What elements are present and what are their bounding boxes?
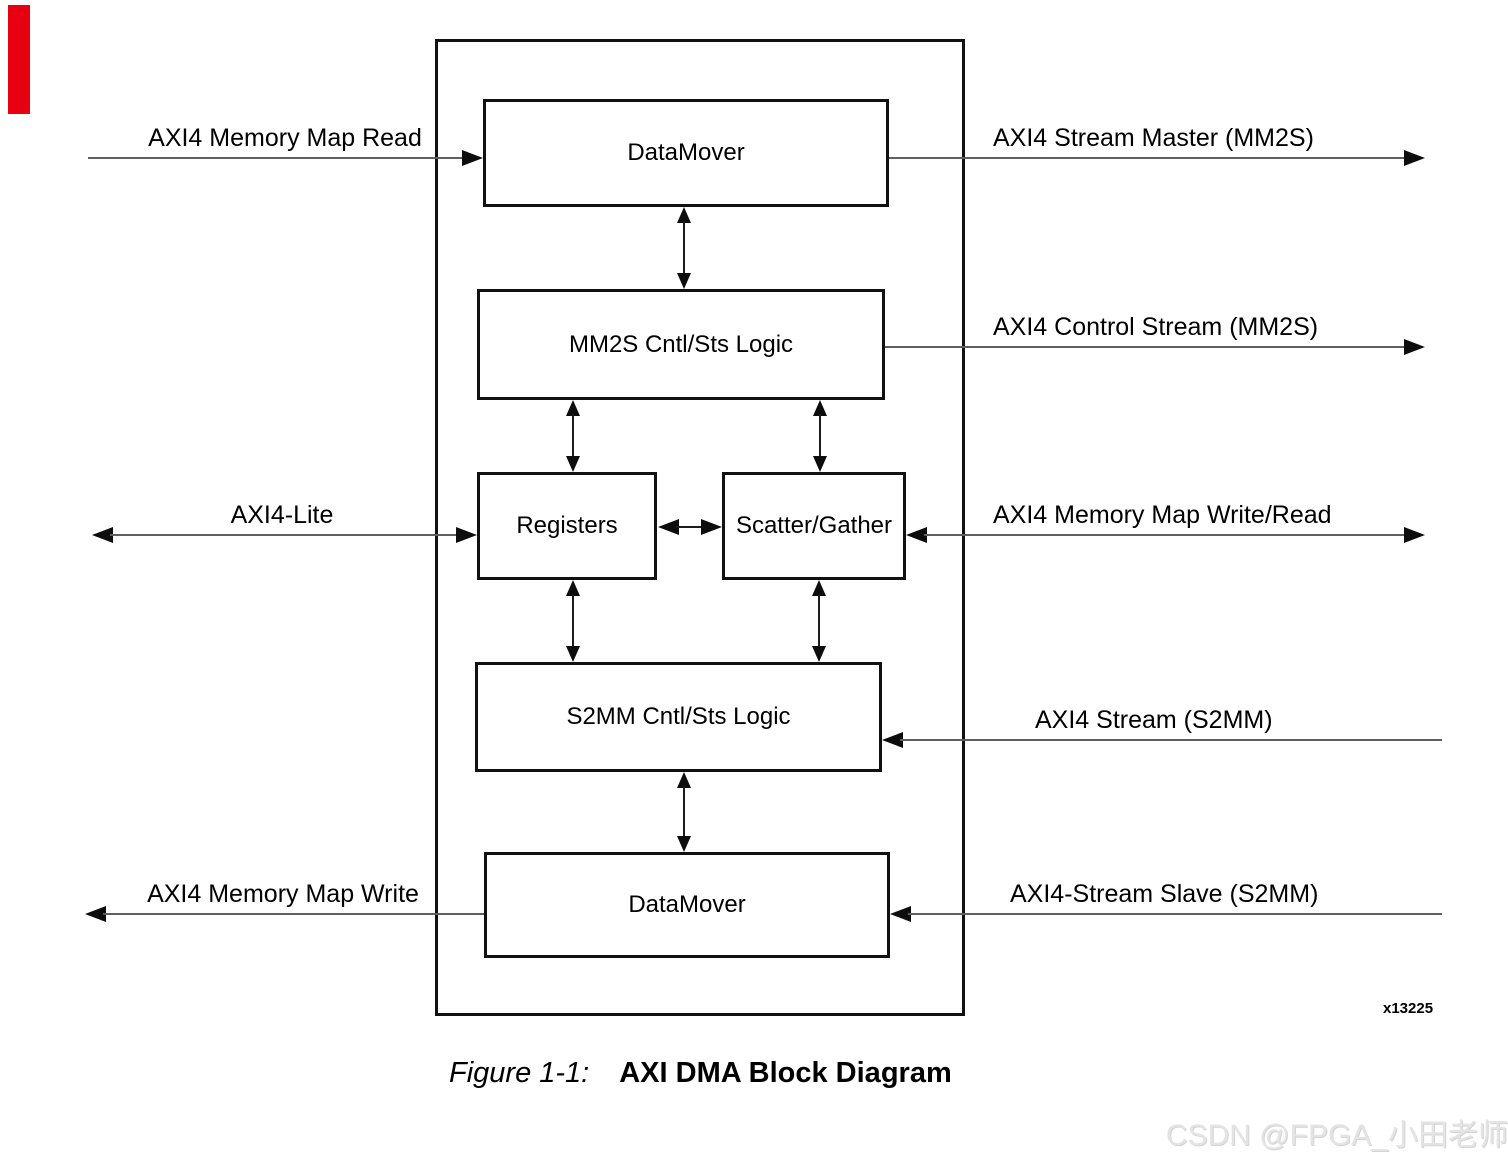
arrowhead-left-icon (906, 527, 927, 543)
label-control-stream: AXI4 Control Stream (MM2S) (993, 313, 1319, 341)
red-accent-bar (8, 5, 30, 114)
block-registers: Registers (477, 472, 657, 580)
csdn-watermark: CSDN @FPGA_小田老师 (1165, 1119, 1508, 1152)
label-mm-write: AXI4 Memory Map Write (147, 880, 419, 908)
block-s2mm-cntl-sts-logic: S2MM Cntl/Sts Logic (475, 662, 882, 772)
connector-datamover-mm2s-line (683, 221, 685, 276)
axi-dma-container-box (435, 39, 965, 1016)
block-datamover-top: DataMover (483, 99, 889, 207)
arrowhead-down-icon (677, 836, 691, 852)
label-stream-master: AXI4 Stream Master (MM2S) (993, 124, 1314, 152)
figure-caption: Figure 1-1: AXI DMA Block Diagram (449, 1057, 952, 1090)
arrowhead-down-icon (677, 273, 691, 289)
arrowhead-right-icon (1404, 150, 1425, 166)
connector-stream-master-line (889, 157, 1405, 159)
label-stream-s2mm: AXI4 Stream (S2MM) (1035, 706, 1273, 734)
label-mm-write-read: AXI4 Memory Map Write/Read (993, 501, 1332, 529)
connector-mm2s-scatter-gather-line (819, 414, 821, 459)
arrowhead-right-icon (1404, 339, 1425, 355)
connector-mm-read-line (88, 157, 465, 159)
block-datamover-top-label: DataMover (627, 139, 745, 166)
arrowhead-up-icon (677, 772, 691, 788)
connector-axi4-lite-line (110, 534, 460, 536)
figure-id: x13225 (1383, 1000, 1434, 1017)
block-datamover-bottom-label: DataMover (628, 891, 746, 918)
connector-mm-write-line (103, 913, 484, 915)
block-mm2s-cntl-sts-logic: MM2S Cntl/Sts Logic (477, 289, 885, 400)
connector-stream-slave-line (908, 913, 1442, 915)
block-datamover-bottom: DataMover (484, 852, 890, 958)
arrowhead-left-icon (882, 732, 903, 748)
connector-registers-scatter-gather-line (676, 526, 704, 528)
block-s2mm-label: S2MM Cntl/Sts Logic (566, 703, 791, 730)
arrowhead-up-icon (677, 207, 691, 223)
connector-stream-s2mm-line (900, 739, 1442, 741)
arrowhead-down-icon (813, 456, 827, 472)
arrowhead-left-icon (890, 906, 911, 922)
arrowhead-down-icon (566, 646, 580, 662)
connector-scatter-gather-s2mm-line (818, 594, 820, 649)
block-registers-label: Registers (516, 512, 618, 539)
label-stream-slave: AXI4-Stream Slave (S2MM) (1010, 880, 1319, 908)
arrowhead-left-icon (92, 527, 113, 543)
connector-s2mm-datamover-line (683, 786, 685, 839)
arrowhead-left-icon (85, 906, 106, 922)
block-scatter-gather: Scatter/Gather (722, 472, 906, 580)
connector-control-stream-line (885, 346, 1405, 348)
arrowhead-right-icon (701, 519, 722, 535)
figure-caption-title: AXI DMA Block Diagram (619, 1057, 952, 1089)
arrowhead-left-icon (658, 519, 679, 535)
arrowhead-down-icon (812, 646, 826, 662)
arrowhead-up-icon (566, 580, 580, 596)
arrowhead-up-icon (566, 400, 580, 416)
block-scatter-gather-label: Scatter/Gather (735, 512, 893, 539)
arrowhead-up-icon (813, 400, 827, 416)
block-mm2s-label: MM2S Cntl/Sts Logic (568, 330, 794, 358)
arrowhead-right-icon (462, 150, 483, 166)
arrowhead-up-icon (812, 580, 826, 596)
connector-registers-s2mm-line (572, 594, 574, 649)
label-axi4-lite: AXI4-Lite (230, 501, 334, 529)
arrowhead-down-icon (566, 456, 580, 472)
arrowhead-right-icon (1404, 527, 1425, 543)
connector-mm-write-read-line (924, 534, 1406, 536)
figure-caption-number: Figure 1-1: (449, 1057, 590, 1089)
arrowhead-right-icon (456, 527, 477, 543)
connector-mm2s-registers-line (572, 414, 574, 459)
label-mm-read: AXI4 Memory Map Read (148, 124, 422, 152)
